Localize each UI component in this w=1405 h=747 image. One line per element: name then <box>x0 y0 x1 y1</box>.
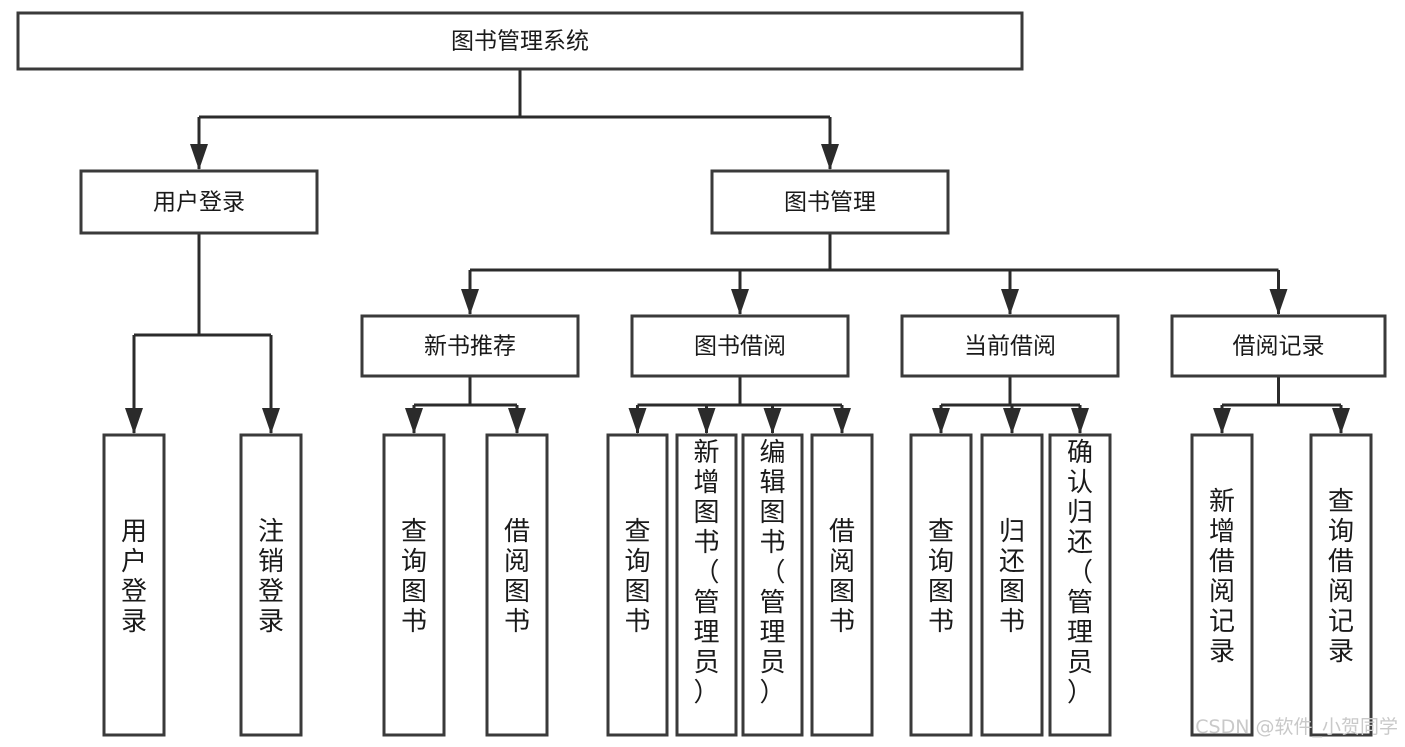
connector-lines <box>125 69 1350 434</box>
node-box-root <box>16 11 1024 71</box>
node-box-current-borrow <box>900 314 1120 378</box>
node-leaf-query-borrow-record[interactable]: 查询借阅记录 <box>1309 433 1373 737</box>
node-box-leaf-confirm-return-admin <box>1048 433 1112 737</box>
node-box-book-borrow <box>630 314 850 378</box>
node-label-user-login: 用户登录 <box>153 190 245 216</box>
node-leaf-return-book[interactable]: 归还图书 <box>980 433 1044 737</box>
node-borrow-record[interactable]: 借阅记录 <box>1170 314 1387 378</box>
node-root[interactable]: 图书管理系统 <box>16 11 1024 71</box>
node-label-leaf-query-book-current: 查询图书 <box>928 517 954 637</box>
arrow-to-user-login <box>190 144 208 170</box>
node-label-leaf-return-book: 归还图书 <box>999 517 1025 637</box>
arrow-to-leaf-return-book <box>1003 408 1021 434</box>
node-box-user-login <box>79 169 319 235</box>
node-new-book-recommend[interactable]: 新书推荐 <box>360 314 580 378</box>
node-leaf-add-borrow-record[interactable]: 新增借阅记录 <box>1190 433 1254 737</box>
node-book-management[interactable]: 图书管理 <box>710 169 950 235</box>
arrow-to-leaf-query-book-rec <box>405 408 423 434</box>
node-leaf-user-login[interactable]: 用户登录 <box>102 433 166 737</box>
node-current-borrow[interactable]: 当前借阅 <box>900 314 1120 378</box>
arrow-to-leaf-borrow-book-rec <box>508 408 526 434</box>
arrow-to-current-borrow <box>1001 289 1019 315</box>
arrow-to-leaf-confirm-return-admin <box>1071 408 1089 434</box>
node-label-leaf-add-book-admin: 新增图书（管理员） <box>693 438 719 708</box>
arrow-to-book-management <box>821 144 839 170</box>
node-label-book-borrow: 图书借阅 <box>694 334 786 360</box>
arrow-to-borrow-record <box>1269 289 1288 315</box>
arrow-to-leaf-user-logout <box>262 408 280 434</box>
node-leaf-confirm-return-admin[interactable]: 确认归还（管理员） <box>1048 433 1112 737</box>
node-label-leaf-confirm-return-admin: 确认归还（管理员） <box>1067 438 1093 708</box>
node-leaf-borrow-book-rec[interactable]: 借阅图书 <box>485 433 549 737</box>
node-label-leaf-user-login: 用户登录 <box>121 517 147 637</box>
node-box-leaf-user-login <box>102 433 166 737</box>
arrow-to-leaf-borrow-book <box>833 408 851 434</box>
node-box-leaf-add-borrow-record <box>1190 433 1254 737</box>
node-box-leaf-query-book-current <box>909 433 973 737</box>
node-leaf-query-book-current[interactable]: 查询图书 <box>909 433 973 737</box>
node-leaf-query-book-borrow[interactable]: 查询图书 <box>606 433 669 737</box>
arrow-to-leaf-add-book-admin <box>697 408 716 434</box>
node-leaf-user-logout[interactable]: 注销登录 <box>239 433 303 737</box>
arrow-to-leaf-add-borrow-record <box>1213 408 1231 434</box>
node-label-leaf-user-logout: 注销登录 <box>258 517 284 637</box>
arrow-to-leaf-edit-book-admin <box>763 408 782 434</box>
node-label-leaf-query-borrow-record: 查询借阅记录 <box>1328 487 1354 667</box>
node-label-leaf-query-book-rec: 查询图书 <box>401 517 427 637</box>
node-label-current-borrow: 当前借阅 <box>964 334 1056 360</box>
arrow-to-leaf-user-login <box>125 408 143 434</box>
node-leaf-borrow-book[interactable]: 借阅图书 <box>810 433 874 737</box>
node-box-leaf-return-book <box>980 433 1044 737</box>
arrow-to-leaf-query-book-current <box>932 408 950 434</box>
node-box-leaf-query-borrow-record <box>1309 433 1373 737</box>
node-label-book-management: 图书管理 <box>784 190 876 216</box>
node-box-book-management <box>710 169 950 235</box>
node-label-leaf-add-borrow-record: 新增借阅记录 <box>1209 487 1235 667</box>
arrow-to-leaf-query-book-borrow <box>628 408 647 434</box>
arrow-to-book-borrow <box>731 289 749 315</box>
node-leaf-query-book-rec[interactable]: 查询图书 <box>382 433 446 737</box>
node-label-new-book-recommend: 新书推荐 <box>424 334 516 360</box>
node-box-leaf-user-logout <box>239 433 303 737</box>
csdn-watermark: CSDN @软件_小贺同学 <box>1195 716 1398 738</box>
node-label-root: 图书管理系统 <box>451 29 589 55</box>
node-box-borrow-record <box>1170 314 1387 378</box>
node-box-leaf-query-book-borrow <box>606 433 669 737</box>
node-box-new-book-recommend <box>360 314 580 378</box>
node-label-leaf-edit-book-admin: 编辑图书（管理员） <box>759 438 785 708</box>
node-label-borrow-record: 借阅记录 <box>1233 334 1325 360</box>
node-label-leaf-borrow-book-rec: 借阅图书 <box>504 517 530 637</box>
node-box-leaf-add-book-admin <box>675 433 738 737</box>
node-boxes: 图书管理系统用户登录图书管理新书推荐图书借阅当前借阅借阅记录用户登录注销登录查询… <box>16 11 1387 737</box>
node-label-leaf-query-book-borrow: 查询图书 <box>624 517 650 637</box>
node-user-login[interactable]: 用户登录 <box>79 169 319 235</box>
node-box-leaf-borrow-book-rec <box>485 433 549 737</box>
node-box-leaf-borrow-book <box>810 433 874 737</box>
node-leaf-edit-book-admin[interactable]: 编辑图书（管理员） <box>741 433 804 737</box>
node-label-leaf-borrow-book: 借阅图书 <box>829 517 855 637</box>
node-box-leaf-query-book-rec <box>382 433 446 737</box>
node-box-leaf-edit-book-admin <box>741 433 804 737</box>
arrow-to-leaf-query-borrow-record <box>1332 408 1350 434</box>
arrow-to-new-book-recommend <box>461 289 479 315</box>
node-leaf-add-book-admin[interactable]: 新增图书（管理员） <box>675 433 738 737</box>
node-book-borrow[interactable]: 图书借阅 <box>630 314 850 378</box>
